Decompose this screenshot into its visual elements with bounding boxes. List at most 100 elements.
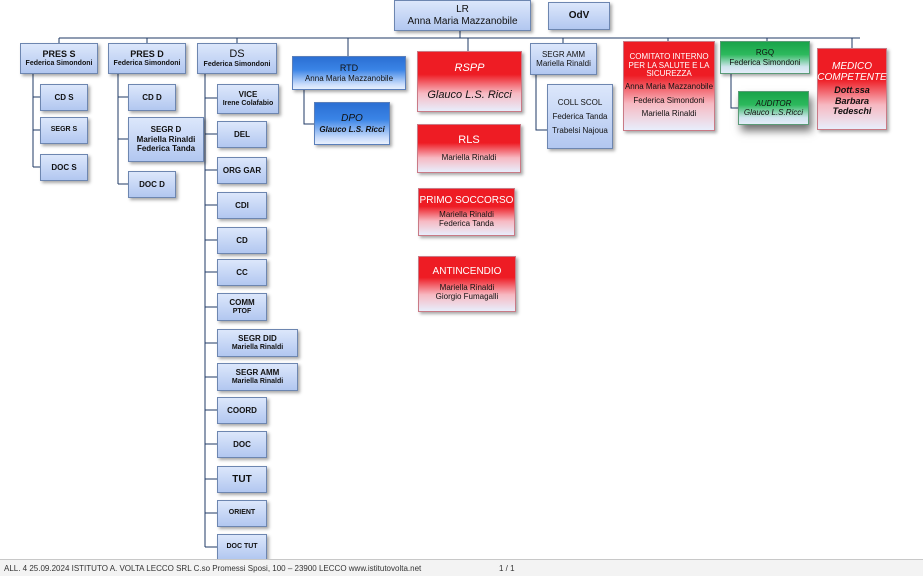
node-coll-scol-name2: Trabelsi Najoua [552,125,608,135]
node-doc-d: DOC D [128,171,176,198]
node-rls: RLS Mariella Rinaldi [417,124,521,173]
node-rtd-name: Anna Maria Mazzanobile [304,73,394,83]
node-rls-name: Mariella Rinaldi [441,153,497,163]
node-comitato-name3: Mariella Rinaldi [641,109,697,119]
node-coll-scol-title: COLL SCOL [557,97,603,107]
node-doc-d-title: DOC D [139,179,165,189]
node-coord-title: COORD [227,405,257,415]
node-orient-title: ORIENT [228,509,256,517]
node-primo-soccorso: PRIMO SOCCORSO Mariella Rinaldi Federica… [418,188,515,236]
node-pres-d: PRES D Federica Simondoni [108,43,186,74]
node-pres-s: PRES S Federica Simondoni [20,43,98,74]
node-cc-title: CC [236,267,248,277]
node-rspp-title: RSPP [454,61,485,74]
node-pres-s-name: Federica Simondoni [25,59,93,67]
node-pres-s-title: PRES S [42,49,76,60]
node-comm-sub: PTOF [232,307,252,315]
node-medico: MEDICO COMPETENTE Dott.ssa Barbara Tedes… [817,48,887,130]
footer-text: ALL. 4 25.09.2024 ISTITUTO A. VOLTA LECC… [4,564,422,573]
node-doc-tut-title: DOC TUT [226,542,258,550]
node-org-gar-title: ORG GAR [222,165,262,175]
node-antincendio-title: ANTINCENDIO [432,266,502,278]
node-ds-name: Federica Simondoni [203,60,271,68]
node-cd-s-title: CD S [54,92,74,102]
node-medico-title: MEDICO COMPETENTE [817,61,887,84]
node-dpo: DPO Glauco L.S. Ricci [314,102,390,145]
node-segr-d-name1: Mariella Rinaldi [136,134,196,144]
node-medico-name: Dott.ssa Barbara Tedeschi [832,85,872,117]
node-segr-amm-ds-title: SEGR AMM [235,368,280,378]
node-coll-scol-name1: Federica Tanda [552,112,608,122]
node-segr-amm: SEGR AMM Mariella Rinaldi [530,43,597,75]
node-auditor-title: AUDITOR [755,98,792,108]
node-antincendio: ANTINCENDIO Mariella Rinaldi Giorgio Fum… [418,256,516,312]
node-lr-title: LR [456,3,469,15]
node-odv: OdV [548,2,610,30]
node-segr-did-title: SEGR DID [238,334,277,344]
node-comitato-name1: Anna Maria Mazzanobile [624,82,714,92]
node-del: DEL [217,121,267,148]
node-pres-d-name: Federica Simondoni [113,59,181,67]
node-tut-title: TUT [232,473,252,485]
node-cdi: CDI [217,192,267,219]
node-org-gar: ORG GAR [217,157,267,184]
node-primo-soccorso-name1: Mariella Rinaldi [439,209,494,219]
node-segr-d-title: SEGR D [150,125,182,135]
node-cdi-title: CDI [235,200,249,210]
node-segr-did: SEGR DID Mariella Rinaldi [217,329,298,357]
node-vice-name: Irene Colafabio [222,99,274,107]
node-ds: DS Federica Simondoni [197,43,277,74]
node-doc-s-title: DOC S [51,162,77,172]
node-doc-title: DOC [233,439,251,449]
node-segr-amm-title: SEGR AMM [541,49,586,59]
node-segr-amm-ds-name: Mariella Rinaldi [231,377,284,385]
node-rtd-title: RTD [339,62,359,73]
node-segr-d-name2: Federica Tanda [136,144,196,154]
page-indicator: 1 / 1 [499,564,515,573]
node-comitato-title: COMITATO INTERNO PER LA SALUTE E LA SICU… [628,52,710,79]
node-primo-soccorso-title: PRIMO SOCCORSO [419,195,514,207]
node-segr-amm-ds: SEGR AMM Mariella Rinaldi [217,363,298,391]
node-rspp: RSPP Glauco L.S. Ricci [417,51,522,112]
node-rtd: RTD Anna Maria Mazzanobile [292,56,406,90]
node-rls-title: RLS [458,134,480,147]
node-cd-s: CD S [40,84,88,111]
node-coll-scol: COLL SCOL Federica Tanda Trabelsi Najoua [547,84,613,149]
node-auditor: AUDITOR Glauco L.S.Ricci [738,91,809,125]
node-doc-tut: DOC TUT [217,534,267,560]
node-lr-name: Anna Maria Mazzanobile [407,15,518,27]
node-segr-s-title: SEGR S [50,126,78,134]
node-segr-amm-name: Mariella Rinaldi [536,59,591,68]
node-cd-d: CD D [128,84,176,111]
node-del-title: DEL [234,129,250,139]
node-cd: CD [217,227,267,254]
node-comm: COMM PTOF [217,293,267,321]
node-tut: TUT [217,466,267,493]
node-vice-title: VICE [238,90,258,100]
node-cc: CC [217,259,267,286]
node-antincendio-name1: Mariella Rinaldi [439,282,495,292]
node-dpo-name: Glauco L.S. Ricci [319,124,385,134]
node-doc-s: DOC S [40,154,88,181]
node-comitato-name2: Federica Simondoni [633,95,705,105]
node-dpo-title: DPO [341,112,363,124]
node-vice: VICE Irene Colafabio [217,84,279,114]
node-segr-d: SEGR D Mariella Rinaldi Federica Tanda [128,117,204,162]
node-rgq-title: RGQ [755,48,775,58]
node-coord: COORD [217,397,267,424]
node-antincendio-name2: Giorgio Fumagalli [435,292,499,302]
node-rgq: RGQ Federica Simondoni [720,41,810,74]
node-primo-soccorso-name2: Federica Tanda [439,219,494,229]
node-segr-s: SEGR S [40,117,88,144]
node-ds-title: DS [229,47,245,60]
node-cd-title: CD [236,235,248,245]
node-rspp-name: Glauco L.S. Ricci [427,88,512,101]
node-orient: ORIENT [217,500,267,527]
node-odv-title: OdV [568,10,590,22]
node-auditor-name: Glauco L.S.Ricci [743,108,804,117]
node-comitato: COMITATO INTERNO PER LA SALUTE E LA SICU… [623,41,715,131]
node-rgq-name: Federica Simondoni [729,57,801,67]
node-cd-d-title: CD D [142,92,162,102]
node-lr: LR Anna Maria Mazzanobile [394,0,531,31]
